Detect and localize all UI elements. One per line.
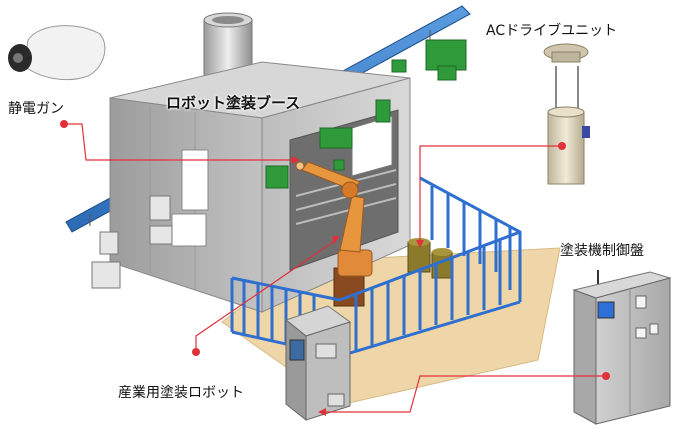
gun-label: 静電ガン xyxy=(8,101,64,117)
callout-dots xyxy=(60,120,610,380)
paint-containers xyxy=(407,238,453,279)
robot-label: 産業用塗装ロボット xyxy=(118,385,244,401)
booth-label: ロボット塗装ブース xyxy=(166,94,301,112)
drive-unit-label: ACドライブユニット xyxy=(486,23,618,39)
callout-arrowheads xyxy=(292,156,424,416)
electrostatic-gun xyxy=(8,25,106,81)
hanging-junction-boxes xyxy=(91,195,173,289)
safety-fence xyxy=(230,176,522,358)
callout-lines xyxy=(64,123,606,413)
green-control-units xyxy=(265,39,467,189)
control-panel-label: 塗装機制御盤 xyxy=(560,243,644,259)
ac-drive-unit xyxy=(543,43,590,185)
paint-machine-control-panel xyxy=(572,270,672,425)
painting-robot xyxy=(295,161,373,307)
robot-controller-cabinet xyxy=(284,305,352,422)
